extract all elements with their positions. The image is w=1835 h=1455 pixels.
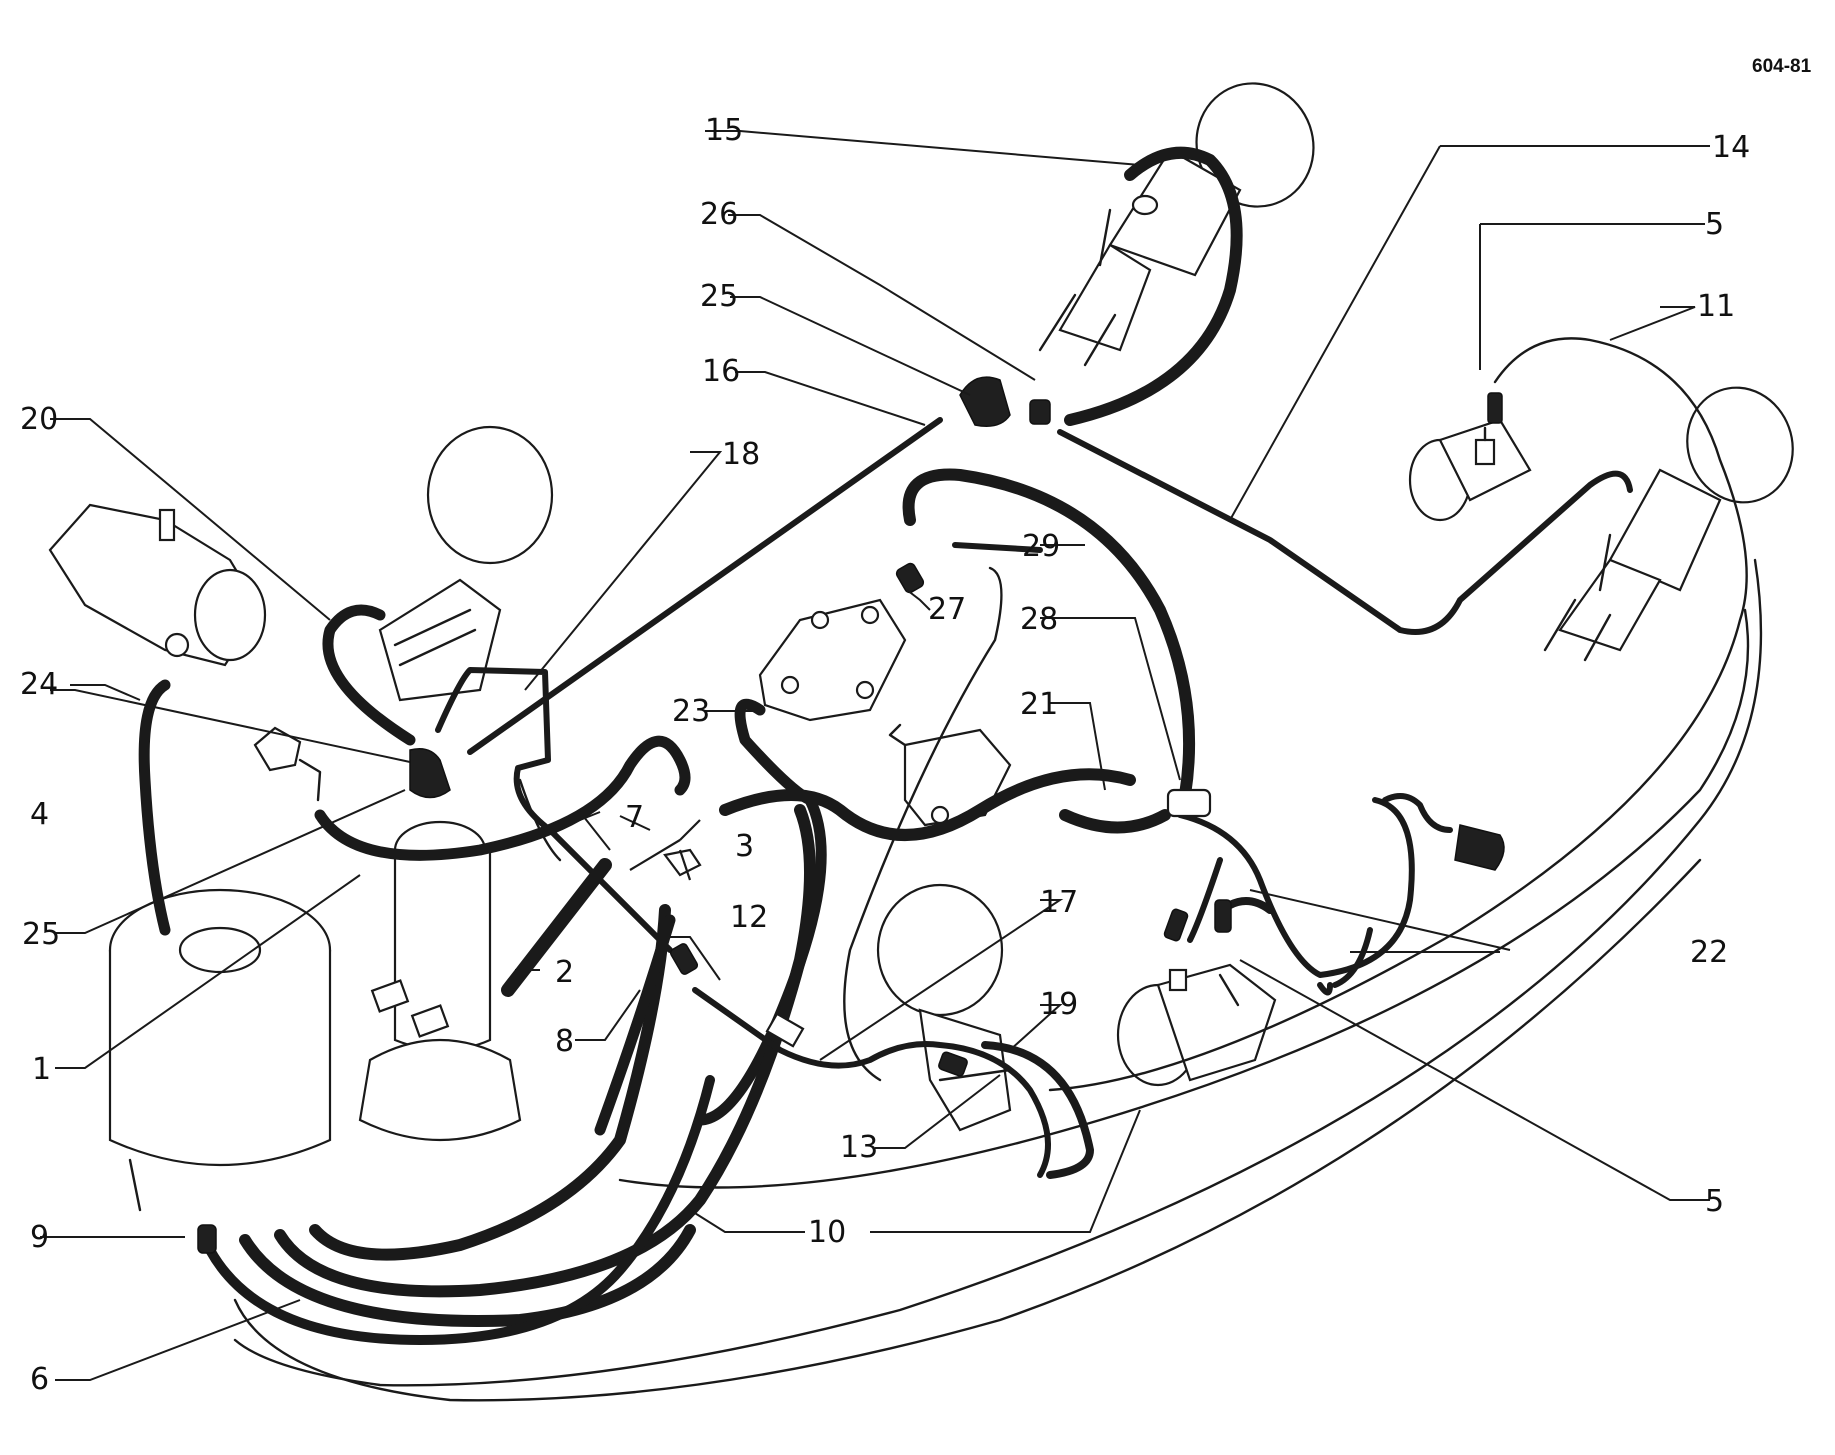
figure-number: 604-81 [1752,56,1812,77]
slave-cylinder-left [48,503,267,667]
callout-13: 13 [840,1130,879,1165]
callout-11: 11 [1697,289,1736,324]
master-cylinder-tall [358,820,522,1142]
fluid-tank [108,888,332,1212]
callout-23: 23 [672,694,711,729]
callout-6: 6 [30,1362,50,1397]
callout-9: 9 [30,1220,50,1255]
callout-5-lower: 5 [1705,1184,1725,1219]
callout-3: 3 [735,829,755,864]
master-cylinder-top [1038,82,1315,367]
callout-21: 21 [1020,687,1059,722]
callout-2: 2 [555,955,575,990]
callout-10: 10 [808,1215,847,1250]
callout-4: 4 [30,797,50,832]
hoses [138,146,1763,1402]
callout-20: 20 [20,402,59,437]
wheel-cylinder-lower-right [1116,963,1277,1087]
callout-25-lower: 25 [22,917,61,952]
callout-19: 19 [1040,987,1079,1022]
pressure-switch [888,723,1012,827]
callout-17: 17 [1040,885,1079,920]
callout-28: 28 [1020,602,1059,637]
fittings [197,376,1505,1254]
wheel-cylinder-upper-right [1408,418,1532,522]
leader-lines [40,130,1710,1381]
callout-16: 16 [702,354,741,389]
callout-29: 29 [1022,529,1061,564]
master-cylinder-right [1543,386,1794,662]
callout-7: 7 [625,800,645,835]
callout-26: 26 [700,197,739,232]
callout-22: 22 [1690,935,1729,970]
callout-1: 1 [32,1052,52,1087]
callout-5-upper: 5 [1705,207,1725,242]
callout-8: 8 [555,1024,575,1059]
master-cylinder-center-left [378,425,554,702]
valve-block-center [758,598,907,722]
callout-12: 12 [730,900,769,935]
callout-14: 14 [1712,130,1751,165]
callout-25-upper: 25 [700,279,739,314]
callout-18: 18 [722,437,761,472]
bracket-small [253,726,322,802]
callout-24: 24 [20,667,59,702]
callout-27: 27 [928,592,967,627]
callout-15: 15 [705,113,744,148]
reservoir-lower-center [876,883,1012,1132]
